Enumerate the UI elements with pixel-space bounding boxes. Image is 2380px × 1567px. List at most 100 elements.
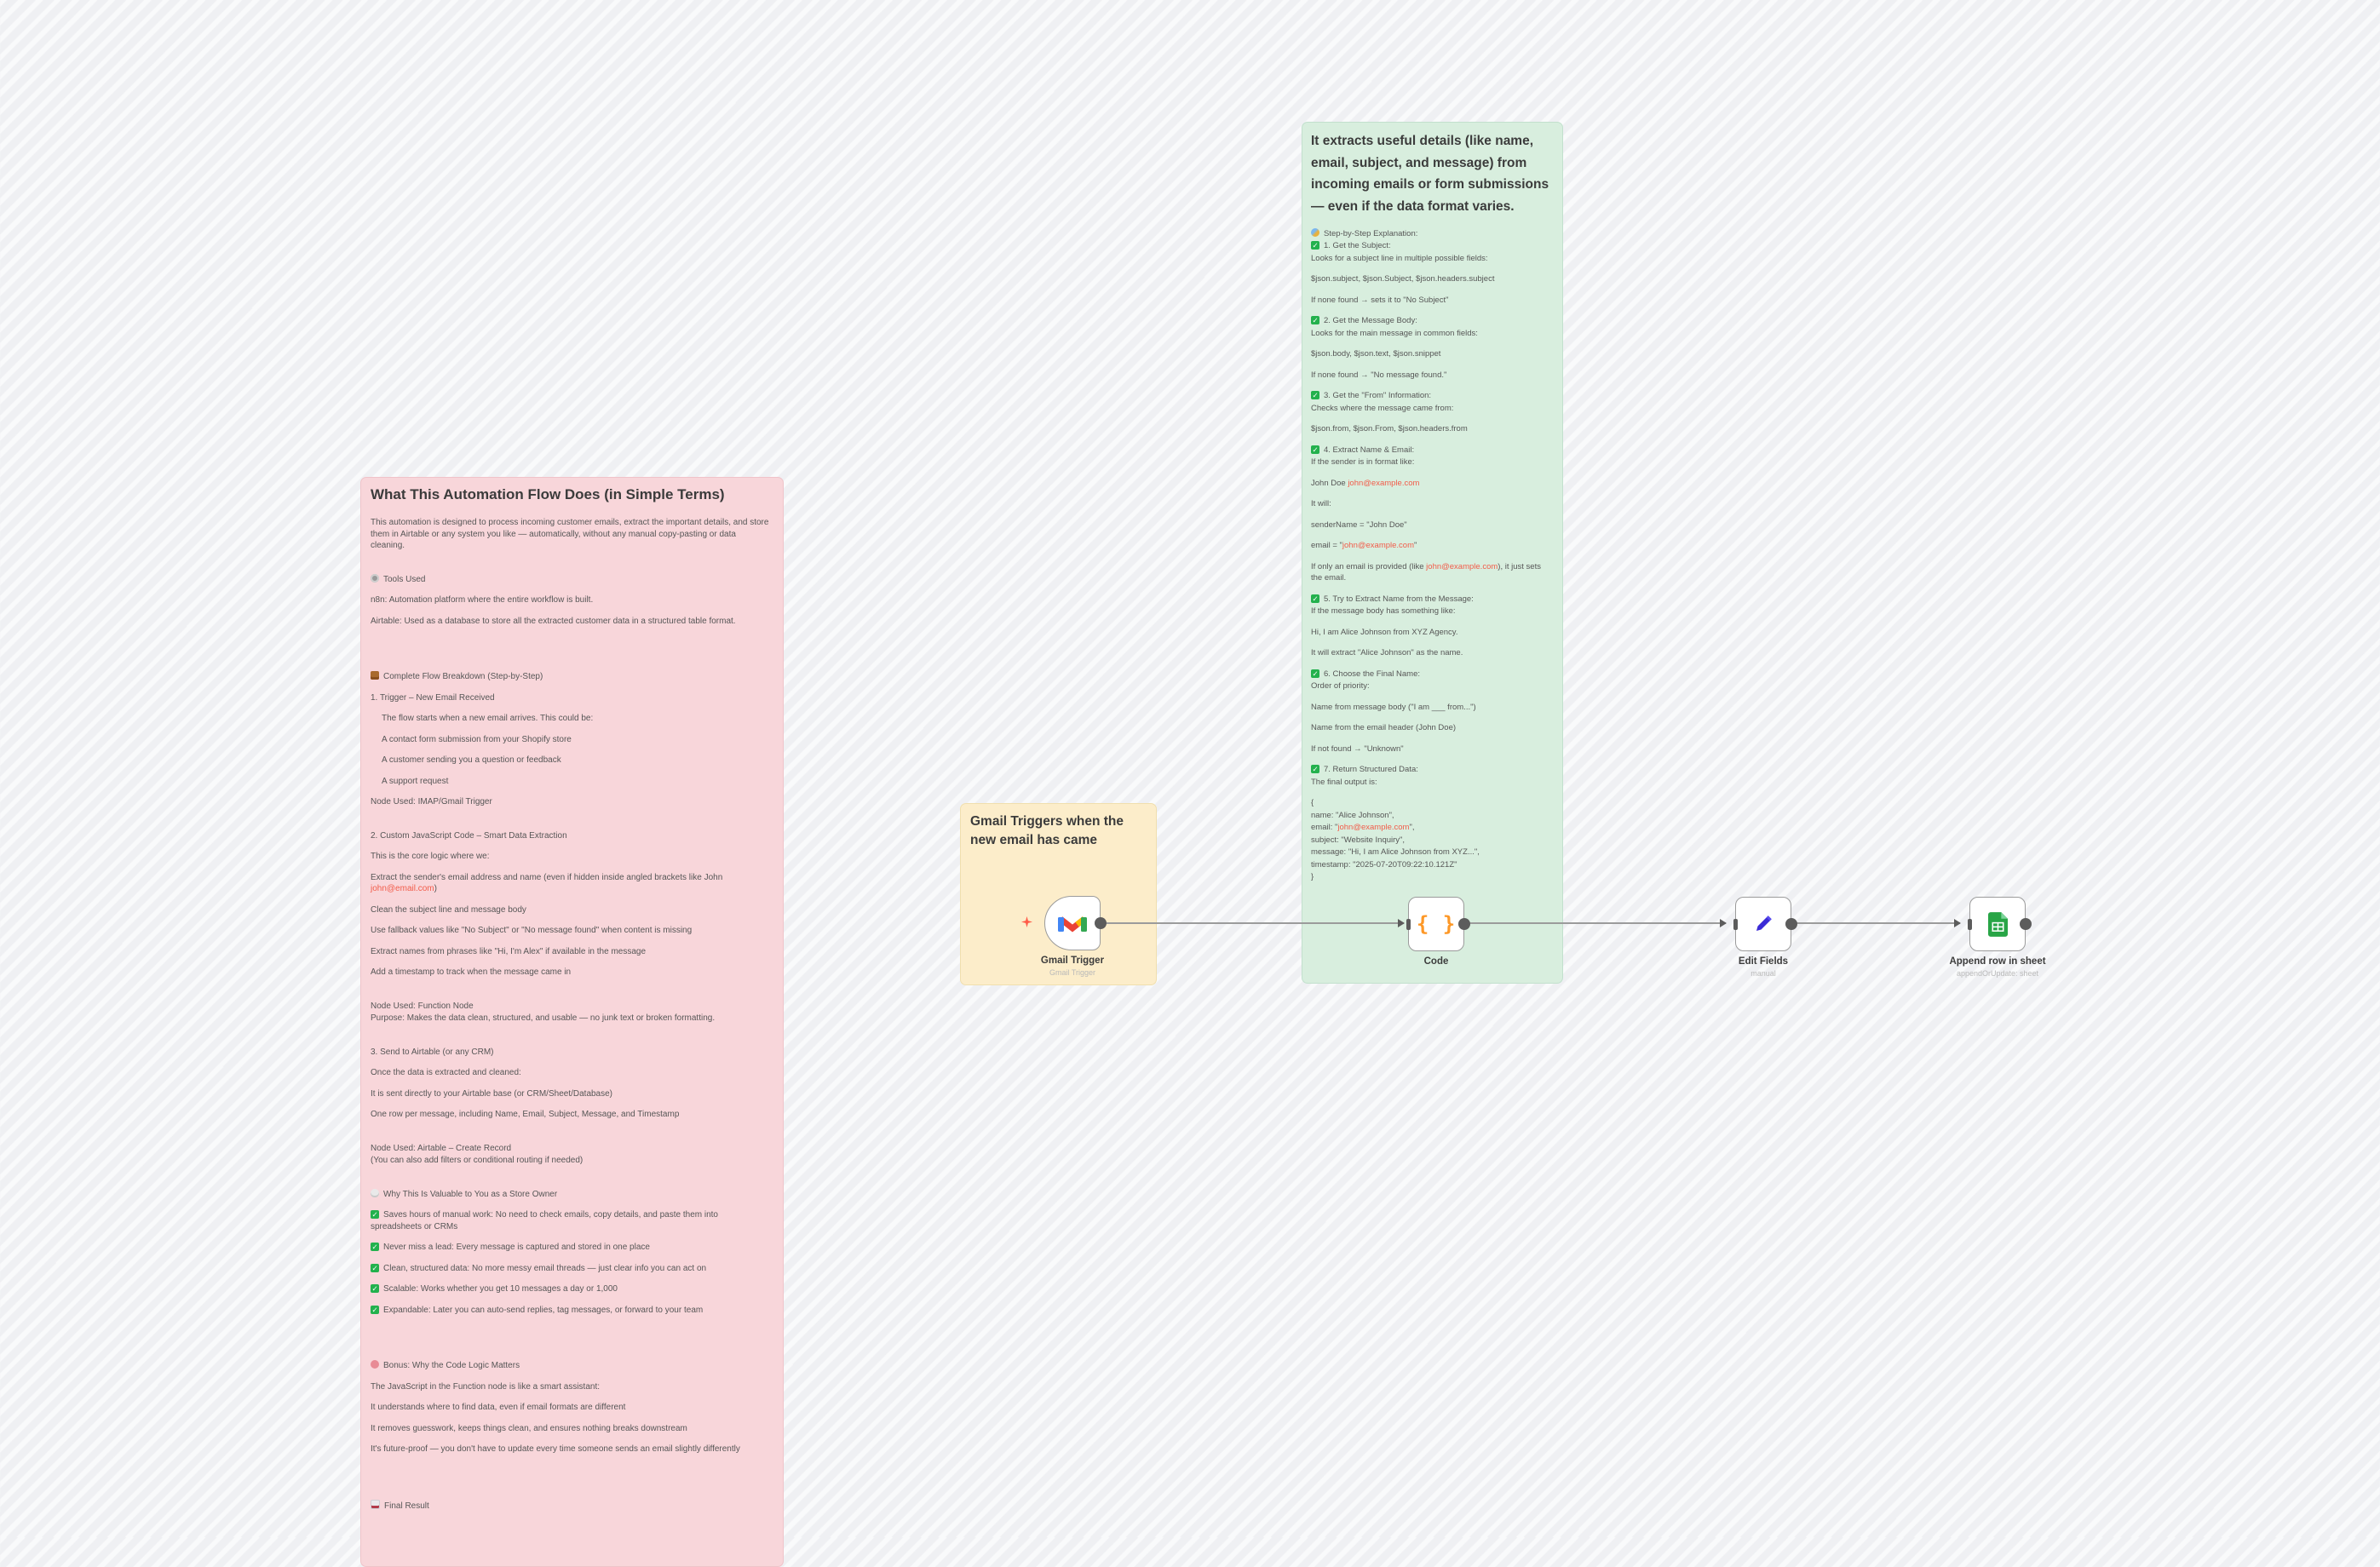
note-line: It is sent directly to your Airtable bas… (371, 1088, 613, 1099)
arrowhead-icon (1720, 919, 1727, 927)
note-line: It removes guesswork, keeps things clean… (371, 1423, 687, 1433)
note-line: Airtable: Used as a database to store al… (371, 616, 736, 626)
node-box[interactable] (1968, 897, 2032, 951)
sticky-note-body: Step-by-Step Explanation:✓1. Get the Sub… (1311, 227, 1552, 883)
note-line: This is the core logic where we: (371, 852, 490, 862)
note-line: email: "john@example.com", (1311, 823, 1415, 833)
note-line: It's future-proof — you don't have to up… (371, 1444, 740, 1455)
note-line: Node Used: Airtable – Create Record (371, 1143, 512, 1153)
check-icon: ✓ (1311, 594, 1319, 603)
note-line: email = "john@example.com" (1311, 541, 1417, 551)
note-line: ✓7. Return Structured Data: (1311, 765, 1418, 775)
note-line: n8n: Automation platform where the entir… (371, 595, 594, 606)
sticky-note-body: This automation is designed to process i… (371, 517, 771, 1512)
note-line: ✓2. Get the Message Body: (1311, 316, 1417, 326)
note-line: Step-by-Step Explanation: (1311, 227, 1552, 240)
node-sublabel: Gmail Trigger (1049, 968, 1095, 977)
chart-icon (371, 1499, 380, 1509)
node-label: Gmail Trigger (1040, 956, 1105, 966)
note-line: ✓4. Extract Name & Email: (1311, 445, 1415, 455)
note-line: ✓3. Get the "From" Information: (1311, 391, 1432, 401)
note-line: A support request (382, 776, 449, 786)
output-port[interactable] (1458, 918, 1470, 930)
note-line: { (1311, 798, 1314, 808)
note-line: Extract the sender's email address and n… (371, 872, 723, 894)
connector-code-to-editfields (1467, 919, 1727, 927)
sticky-note-gmail-trigger[interactable]: Gmail Triggers when the new email has ca… (960, 803, 1157, 985)
note-line: Tools Used (371, 573, 771, 586)
note-line: Complete Flow Breakdown (Step-by-Step) (371, 671, 771, 683)
note-line: If the message body has something like: (1311, 606, 1456, 617)
input-port[interactable] (1968, 918, 1972, 930)
sticky-note-title: What This Automation Flow Does (in Simpl… (371, 486, 725, 502)
pencil-icon (1756, 916, 1772, 931)
note-line: } (1311, 872, 1314, 882)
check-icon: ✓ (1311, 391, 1319, 400)
note-line: If the sender is in format like: (1311, 457, 1415, 468)
bulb-icon (371, 1188, 379, 1197)
note-line: ✓Expandable: Later you can auto-send rep… (371, 1305, 704, 1315)
node-append-row-in-sheet[interactable]: Append row in sheet appendOrUpdate: shee… (1949, 897, 2046, 978)
node-edit-fields[interactable]: Edit Fields manual (1733, 897, 1797, 978)
note-line: This automation is designed to process i… (371, 518, 769, 551)
note-line: ✓Clean, structured data: No more messy e… (371, 1263, 707, 1273)
node-label: Append row in sheet (1949, 956, 2046, 967)
input-port[interactable] (1733, 918, 1738, 930)
check-icon: ✓ (371, 1284, 379, 1294)
check-icon: ✓ (1311, 765, 1319, 774)
note-line: 2. Custom JavaScript Code – Smart Data E… (371, 830, 567, 841)
output-port[interactable] (1785, 918, 1797, 930)
note-line: It will extract "Alice Johnson" as the n… (1311, 648, 1463, 658)
note-line: It will: (1311, 499, 1331, 509)
note-line: If not found → "Unknown" (1311, 743, 1404, 754)
note-line: If only an email is provided (like john@… (1311, 561, 1541, 583)
output-port[interactable] (2020, 918, 2032, 930)
note-line: Final Result (371, 1499, 771, 1512)
note-line: If none found → "No message found." (1311, 370, 1447, 380)
node-box[interactable] (1044, 896, 1107, 950)
note-line: One row per message, including Name, Ema… (371, 1110, 680, 1120)
note-line: Name from the email header (John Doe) (1311, 723, 1457, 733)
note-line: Looks for the main message in common fie… (1311, 328, 1478, 338)
books-icon (371, 671, 379, 680)
note-line: The final output is: (1311, 777, 1377, 787)
sticky-note-flow-description[interactable]: What This Automation Flow Does (in Simpl… (360, 477, 784, 1567)
note-line: Extract names from phrases like "Hi, I'm… (371, 946, 647, 956)
note-line: A contact form submission from your Shop… (382, 734, 572, 744)
wand-icon (1311, 227, 1319, 237)
node-sublabel: appendOrUpdate: sheet (1956, 969, 2039, 978)
note-line: Bonus: Why the Code Logic Matters (371, 1360, 771, 1372)
note-line: subject: "Website Inquiry", (1311, 835, 1406, 845)
input-port[interactable] (1406, 918, 1411, 930)
note-line: 3. Send to Airtable (or any CRM) (371, 1047, 494, 1057)
note-line: Node Used: Function Node (371, 1001, 474, 1011)
connector-editfields-to-sheet (1794, 919, 1961, 927)
node-label: Edit Fields (1738, 956, 1789, 967)
note-line: timestamp: "2025-07-20T09:22:10.121Z" (1311, 859, 1457, 870)
note-line: Checks where the message came from: (1311, 403, 1454, 413)
note-line: Node Used: IMAP/Gmail Trigger (371, 797, 492, 807)
note-line: ✓Never miss a lead: Every message is cap… (371, 1243, 650, 1253)
node-box[interactable]: { } (1406, 897, 1470, 951)
node-box[interactable] (1733, 897, 1797, 951)
note-line: ✓1. Get the Subject: (1311, 241, 1391, 251)
output-port[interactable] (1095, 917, 1107, 929)
check-icon: ✓ (1311, 316, 1319, 325)
note-line: John Doe john@example.com (1311, 478, 1420, 488)
sticky-note-code-explanation[interactable]: It extracts useful details (like name, e… (1302, 122, 1563, 984)
arrowhead-icon (1398, 919, 1405, 927)
node-gmail-trigger[interactable]: Gmail Trigger Gmail Trigger (1041, 896, 1107, 977)
check-icon: ✓ (1311, 241, 1319, 250)
sheets-icon (1987, 911, 2008, 937)
note-line: Purpose: Makes the data clean, structure… (371, 1013, 716, 1024)
check-icon: ✓ (1311, 445, 1319, 454)
note-line: message: "Hi, I am Alice Johnson from XY… (1311, 847, 1480, 858)
gear-icon (371, 573, 379, 583)
note-line: The flow starts when a new email arrives… (382, 714, 594, 724)
arrowhead-icon (1954, 919, 1961, 927)
note-line: Order of priority: (1311, 681, 1370, 692)
brain-icon (371, 1360, 379, 1369)
node-sublabel: manual (1751, 969, 1776, 978)
node-code[interactable]: { } Code (1406, 897, 1470, 967)
